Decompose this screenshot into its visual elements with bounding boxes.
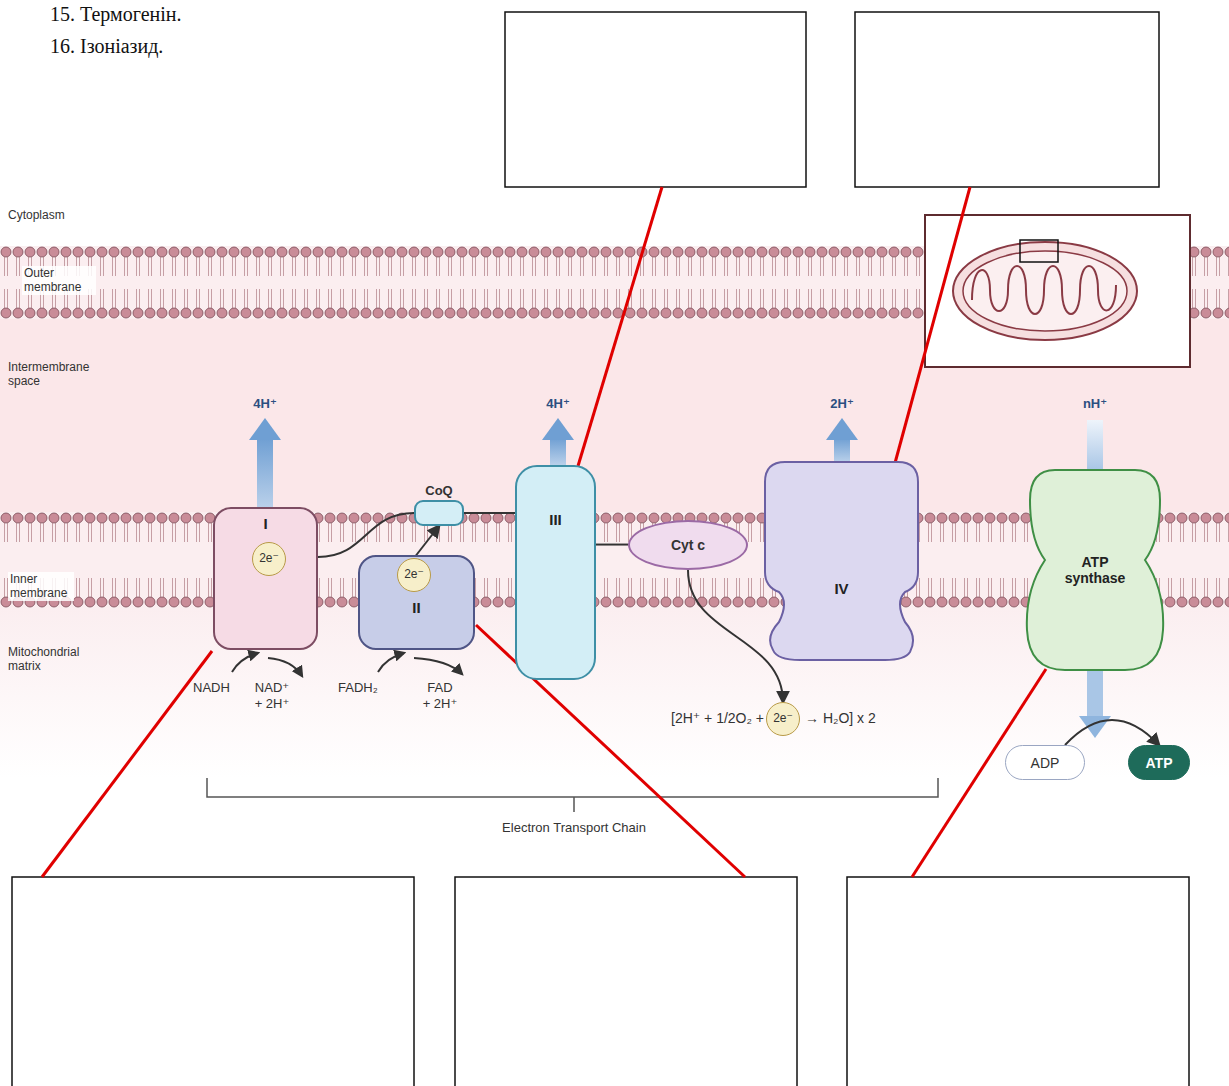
- empty-answer-box: [505, 12, 806, 187]
- leader-line: [42, 187, 1046, 877]
- complex-iv: IV: [765, 462, 918, 660]
- complex-iv-outline: [765, 462, 918, 660]
- electron-path: [596, 544, 628, 546]
- proton-arrow: [542, 418, 574, 440]
- mitochondrion-inset: [972, 266, 1116, 314]
- mitochondrion-inset: [925, 215, 1190, 367]
- electron-path: [688, 570, 783, 702]
- node-text: 2e⁻: [404, 568, 424, 582]
- region-label: Intermembrane space: [8, 360, 98, 389]
- chain-bracket: [207, 778, 938, 812]
- atp-pill: ATP: [1128, 745, 1190, 780]
- empty-answer-box: [12, 877, 414, 1086]
- atp-synthase-outline: [1027, 470, 1163, 670]
- proton-arrow: [1079, 716, 1111, 738]
- mitochondrion-inset: [1020, 240, 1058, 262]
- chain-bracket: [207, 778, 938, 812]
- substrate-arrow: [232, 653, 462, 676]
- proton-arrow: [249, 418, 281, 440]
- region-label: Cytoplasm: [8, 208, 65, 222]
- equation-text: → H₂O] x 2: [805, 710, 876, 727]
- product-label: FAD + 2H⁺: [422, 680, 458, 711]
- mitochondrion-inset: [963, 251, 1127, 331]
- region-label: Mitochondrial matrix: [8, 645, 98, 674]
- empty-answer-box: [855, 12, 1159, 187]
- equation-text: [2H⁺ + 1/2O₂ +: [671, 710, 764, 727]
- electron-pair: 2e⁻: [252, 542, 286, 576]
- proton-arrow: [550, 438, 566, 465]
- electron-pair: 2e⁻: [766, 702, 800, 736]
- complex-ii: II 2e⁻: [358, 555, 475, 650]
- proton-label: 2H⁺: [830, 396, 853, 412]
- electron-path: [318, 513, 414, 557]
- node-text: ATP synthase: [1055, 554, 1135, 586]
- empty-answer-box: [455, 877, 797, 1086]
- node-text: 2e⁻: [773, 712, 793, 726]
- proton-arrow: [1087, 420, 1103, 470]
- node-text: 2e⁻: [259, 552, 279, 566]
- task-item: 15. Термогенін.: [50, 2, 181, 26]
- adp-pill: ADP: [1005, 745, 1085, 780]
- proton-arrow: [1087, 668, 1103, 718]
- node-text: IV: [834, 580, 848, 597]
- node-text: CoQ: [425, 484, 452, 499]
- proton-arrow: [249, 418, 1111, 738]
- complex-iv-outline: [765, 462, 918, 660]
- node-text: Cyt c: [671, 537, 705, 553]
- membrane-ground: [0, 246, 1229, 778]
- node-text: II: [412, 599, 420, 616]
- node-text: III: [549, 511, 562, 528]
- proton-label: 4H⁺: [546, 396, 569, 412]
- substrate-arrow: [378, 653, 404, 672]
- cytochrome-c: Cyt c: [628, 520, 748, 570]
- node-text: ADP: [1031, 754, 1060, 770]
- leader-line: [895, 187, 970, 463]
- proton-arrow: [834, 438, 850, 462]
- electron-path: [464, 512, 515, 514]
- atp-synthase: ATP synthase: [1025, 470, 1165, 670]
- leader-line: [42, 651, 212, 877]
- substrate-arrow: [414, 658, 462, 674]
- proton-arrow: [826, 418, 858, 440]
- proton-label: 4H⁺: [253, 396, 276, 412]
- proton-label: nH⁺: [1083, 396, 1107, 412]
- product-label: NAD⁺ + 2H⁺: [252, 680, 292, 711]
- electron-path: [414, 526, 439, 558]
- electron-path: [1065, 720, 1159, 745]
- node-text: ATP: [1146, 754, 1173, 770]
- node-text: I: [263, 515, 267, 532]
- task-item: 16. Ізоніазид.: [50, 34, 163, 58]
- proton-arrow: [257, 438, 273, 507]
- region-label: Inner membrane: [8, 572, 74, 601]
- mitochondrion-inset: [925, 215, 1190, 367]
- substrate-label: NADH: [193, 680, 230, 696]
- empty-answer-box: [12, 12, 1189, 1086]
- region-label: Outer membrane: [22, 266, 96, 295]
- complex-iii: III: [515, 465, 596, 680]
- substrate-arrow: [268, 658, 302, 676]
- substrate-arrow: [232, 653, 258, 672]
- coenzyme-q: CoQ: [414, 500, 464, 526]
- substrate-label: FADH₂: [338, 680, 378, 696]
- complex-i: I 2e⁻: [213, 507, 318, 650]
- bracket-label: Electron Transport Chain: [502, 820, 646, 836]
- electron-pair: 2e⁻: [397, 558, 431, 592]
- empty-answer-box: [847, 877, 1189, 1086]
- mitochondrion-inset: [953, 242, 1137, 340]
- leader-line: [578, 187, 662, 466]
